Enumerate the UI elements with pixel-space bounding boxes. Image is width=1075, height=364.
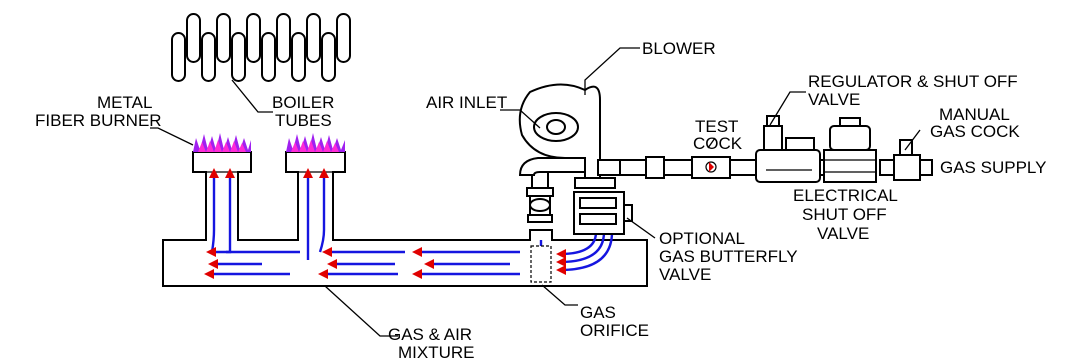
- label-gas-orifice-1: GAS: [580, 303, 616, 322]
- labels: BLOWER REGULATOR & SHUT OFF VALVE AIR IN…: [35, 39, 1046, 362]
- blower-side-pipe: [518, 157, 586, 223]
- label-mixture-2: MIXTURE: [398, 343, 475, 362]
- label-gas-orifice-2: ORIFICE: [580, 321, 649, 340]
- regulator-shutoff-valve: [755, 115, 821, 183]
- label-mixture-1: GAS & AIR: [388, 325, 472, 344]
- label-gas-supply: GAS SUPPLY: [940, 158, 1046, 177]
- label-air-inlet: AIR INLET: [426, 93, 507, 112]
- label-optional-3: VALVE: [659, 265, 711, 284]
- mixture-flow-arrows: [210, 172, 614, 276]
- electrical-shutoff-valve: [823, 117, 877, 183]
- gas-orifice: [530, 245, 552, 283]
- blower: [518, 83, 621, 189]
- label-blower: BLOWER: [642, 39, 716, 58]
- label-boiler-1: BOILER: [272, 93, 334, 112]
- label-test-cock-2: COCK: [693, 134, 743, 153]
- label-regulator-2: VALVE: [808, 90, 860, 109]
- burner-flame-left: [193, 133, 251, 152]
- burner-flame-right: [286, 133, 345, 152]
- label-test-cock-1: TEST: [695, 117, 738, 136]
- label-metal-2: FIBER BURNER: [35, 111, 162, 130]
- label-regulator-1: REGULATOR & SHUT OFF: [808, 72, 1018, 91]
- label-boiler-2: TUBES: [275, 111, 332, 130]
- label-electrical-2: SHUT OFF: [802, 205, 887, 224]
- label-manual-1: MANUAL: [939, 105, 1010, 124]
- flow-arrowheads: [204, 168, 566, 279]
- gas-butterfly-valve: [573, 191, 633, 235]
- gas-piping: [619, 139, 933, 181]
- label-optional-2: GAS BUTTERFLY: [659, 247, 798, 266]
- boiler-tubes: [171, 13, 351, 82]
- label-optional-1: OPTIONAL: [659, 229, 745, 248]
- label-electrical-3: VALVE: [817, 224, 869, 243]
- leader-lines: [150, 47, 921, 337]
- label-manual-2: GAS COCK: [930, 122, 1020, 141]
- label-electrical-1: ELECTRICAL: [793, 186, 898, 205]
- label-metal-1: METAL: [97, 93, 152, 112]
